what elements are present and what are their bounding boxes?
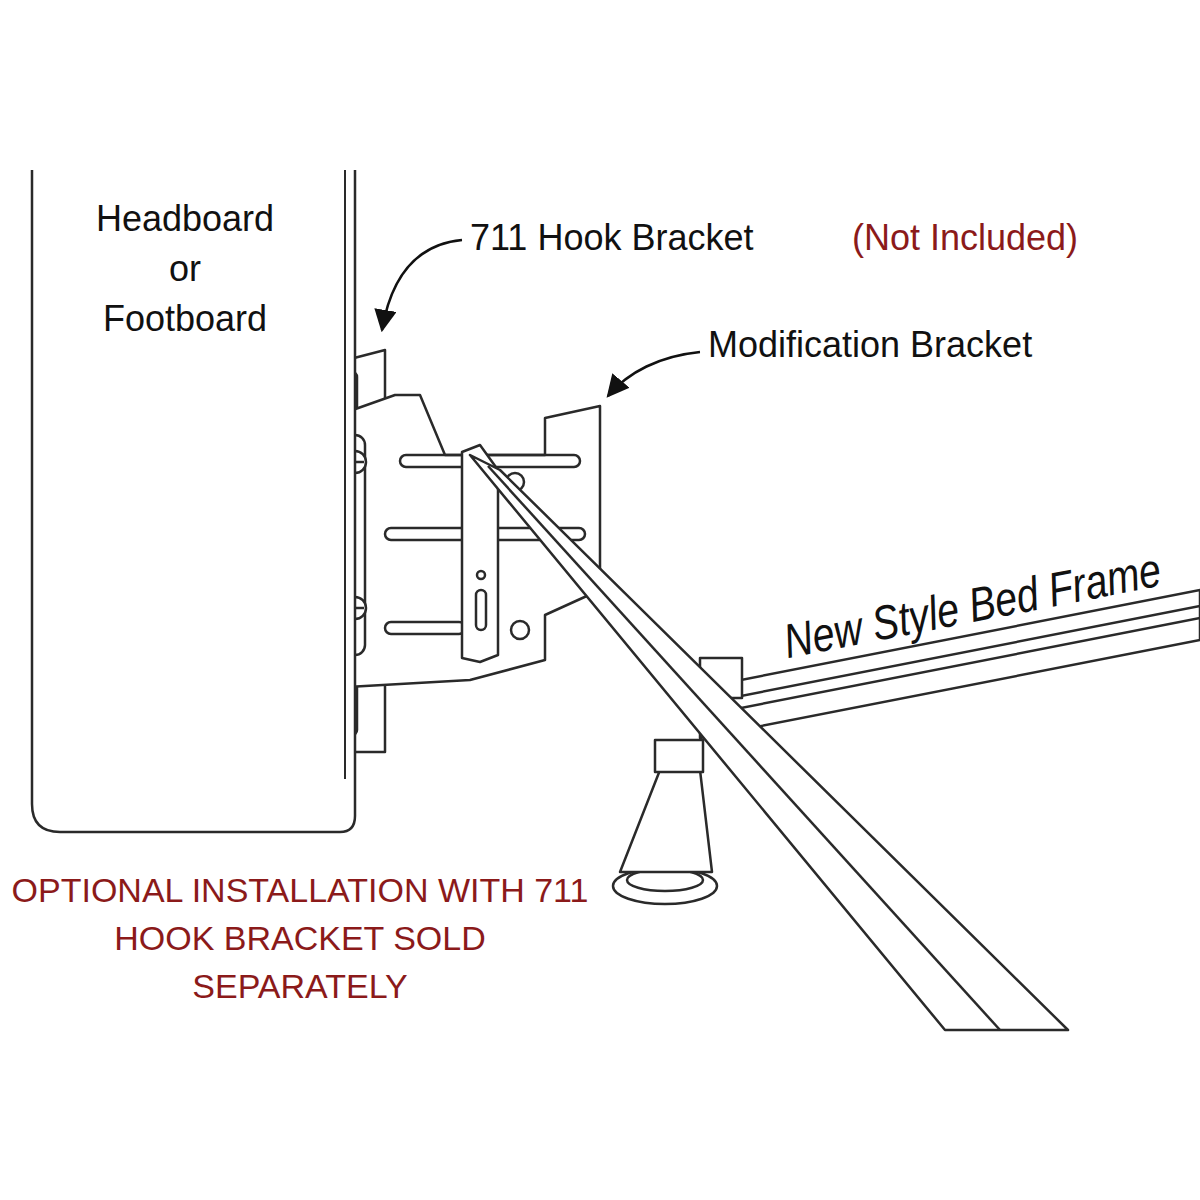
side-rail (470, 455, 1068, 1030)
headboard-edge (344, 170, 346, 779)
frame-leg (613, 740, 717, 904)
headboard-edge (32, 170, 355, 832)
leader-arrow (382, 240, 462, 330)
leader-arrow (608, 352, 700, 396)
part-name: Modification Bracket (708, 323, 1032, 366)
part-name: 711 Hook Bracket (470, 216, 753, 259)
panel-label: Headboard or Footboard (85, 194, 285, 344)
note: OPTIONAL INSTALLATION WITH 711 HOOK BRAC… (10, 866, 590, 1010)
note: (Not Included) (852, 216, 1078, 259)
headboard-panel: Headboard or Footboard (30, 170, 356, 834)
